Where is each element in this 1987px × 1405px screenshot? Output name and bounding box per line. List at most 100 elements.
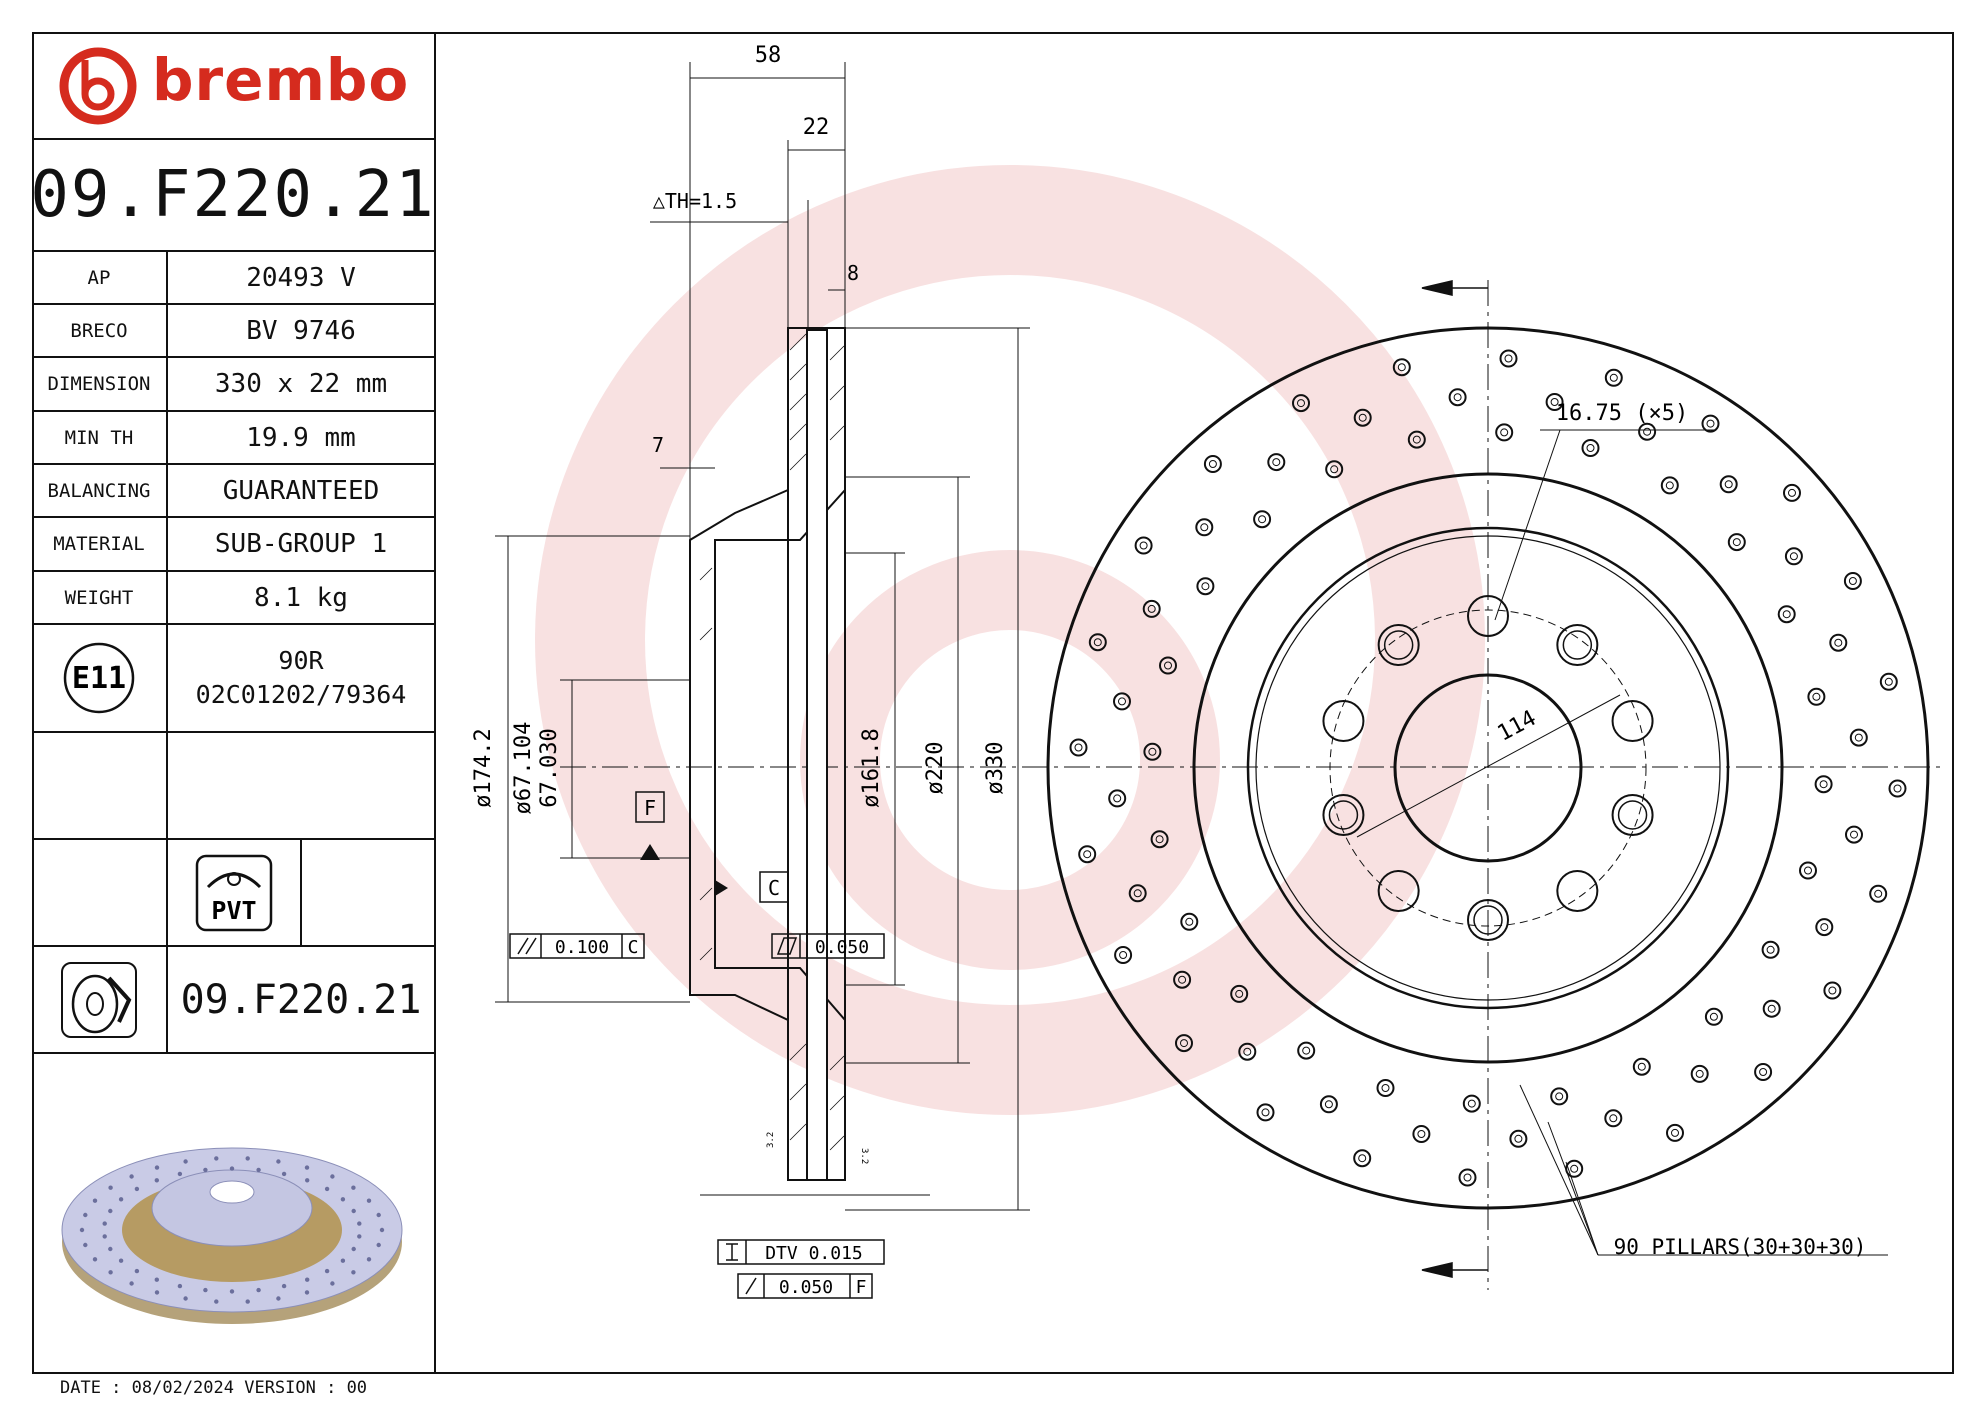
drill-hole-inner — [1397, 363, 1406, 372]
parallelism-frame — [509, 933, 645, 959]
disc-render-hole — [214, 1156, 219, 1161]
drill-hole — [1069, 738, 1088, 757]
drill-hole-inner — [1514, 1134, 1523, 1143]
spec-value: BV 9746 — [246, 315, 356, 346]
drill-hole-inner — [1848, 577, 1857, 585]
disc-caliper-icon — [61, 961, 137, 1038]
disc-render-hole — [118, 1258, 124, 1263]
drill-hole-inner — [1417, 1130, 1426, 1138]
drill-hole-inner — [1200, 523, 1209, 532]
drill-hole-inner — [1358, 413, 1367, 422]
disc-render-hole — [256, 1287, 261, 1293]
blank-cell — [32, 733, 168, 838]
disc-render-hole — [83, 1212, 88, 1218]
brembo-logo-icon — [59, 47, 137, 125]
drill-hole — [1666, 1123, 1684, 1142]
drill-hole — [1815, 918, 1834, 937]
bolt-hole-inner — [1617, 800, 1648, 830]
drill-hole-inner — [1297, 399, 1305, 408]
spec-row: DIMENSION 330 x 22 mm — [32, 358, 434, 412]
drill-hole — [1701, 414, 1720, 433]
disc-render-hole — [351, 1270, 356, 1275]
drill-hole-inner — [1500, 428, 1509, 437]
disc-render-hole — [305, 1277, 310, 1282]
spec-value: GUARANTEED — [222, 475, 380, 506]
drill-hole-inner — [1570, 1164, 1579, 1173]
drill-hole-inner — [1854, 733, 1863, 742]
bolt-hole-inner — [1473, 905, 1503, 935]
drill-hole-inner — [1819, 780, 1828, 789]
disc-render-hole — [134, 1186, 140, 1192]
disc-render-hole — [281, 1283, 287, 1289]
drill-hole-inner — [1074, 743, 1083, 752]
drill-hole-inner — [1302, 1046, 1311, 1055]
disc-front-view — [1046, 280, 1930, 1290]
approval-text: 90R 02C01202/79364 — [168, 625, 434, 731]
drill-hole-inner — [1643, 427, 1652, 436]
spec-label: BRECO — [32, 305, 168, 356]
datum-f: F — [644, 796, 656, 820]
drill-hole — [1843, 572, 1862, 590]
dim-8: 8 — [847, 261, 859, 285]
drill-hole — [1690, 1064, 1709, 1083]
drill-hole — [1253, 510, 1272, 529]
drill-hole-inner — [1695, 1069, 1704, 1078]
drill-hole — [1509, 1129, 1528, 1148]
technical-drawing: 58 22 △TH=1.5 8 7 ø174.2 ø67.104 67.030 … — [436, 32, 1954, 1374]
drill-hole — [1783, 483, 1801, 502]
disc-render-hole — [379, 1227, 385, 1233]
drill-hole-inner — [1155, 835, 1164, 844]
drill-hole — [1632, 1057, 1651, 1076]
drill-hole — [1325, 460, 1344, 479]
drill-hole-inner — [1119, 951, 1128, 959]
drill-hole — [1134, 536, 1153, 555]
drill-hole-inner — [1665, 481, 1674, 490]
disc-render-hole — [154, 1178, 159, 1183]
pvt-label: PVT — [211, 896, 256, 925]
dim-dia-330: ø330 — [983, 742, 1008, 795]
blank-cell — [32, 840, 168, 945]
drill-hole — [1412, 1125, 1431, 1143]
drill-hole — [1230, 984, 1249, 1003]
pvt-row: PVT — [32, 840, 434, 947]
drill-hole-inner — [1586, 444, 1595, 452]
spec-value: SUB-GROUP 1 — [214, 529, 388, 559]
drill-hole-inner — [1463, 1173, 1472, 1182]
spec-label: WEIGHT — [32, 572, 168, 623]
drill-hole — [1150, 830, 1169, 849]
spec-value: 19.9 mm — [246, 422, 356, 453]
spec-value: 20493 V — [246, 262, 356, 293]
datum-c-box — [759, 871, 789, 903]
drill-hole-inner — [1820, 923, 1829, 932]
disc-render-hole — [92, 1257, 98, 1262]
disc-render-hole — [351, 1246, 356, 1252]
drill-hole — [1267, 453, 1286, 472]
datum-f-marker — [640, 844, 660, 860]
disc-render-hole — [256, 1167, 261, 1173]
drill-hole-inner — [1324, 1100, 1333, 1109]
disc-render-hole — [108, 1270, 113, 1275]
drill-hole — [1088, 633, 1107, 652]
drill-hole — [1407, 430, 1426, 449]
drill-hole — [1175, 1034, 1193, 1053]
spec-value: 330 x 22 mm — [214, 369, 388, 399]
approval-mark-icon: E11 — [63, 642, 135, 714]
dim-dia-174: ø174.2 — [471, 728, 496, 807]
drill-hole — [1392, 358, 1411, 377]
disc-render-hole — [102, 1234, 107, 1239]
drill-hole-inner — [1180, 1039, 1188, 1048]
drill-hole — [1869, 884, 1888, 903]
section-arrows — [1421, 280, 1488, 1278]
drill-hole — [1297, 1041, 1316, 1060]
brembo-watermark — [535, 165, 1485, 1115]
approval-row: E11 90R 02C01202/79364 — [32, 625, 434, 733]
spec-label: DIMENSION — [32, 358, 168, 410]
drill-hole — [1807, 687, 1826, 706]
drill-hole — [1879, 672, 1898, 691]
parallelism-tolerance: 0.100 — [555, 937, 609, 958]
bolt-hole — [1467, 899, 1509, 941]
drill-hole — [1495, 423, 1514, 442]
drill-hole — [1581, 439, 1600, 457]
drill-hole — [1845, 825, 1863, 844]
bolt-hole-inner — [1562, 630, 1593, 660]
